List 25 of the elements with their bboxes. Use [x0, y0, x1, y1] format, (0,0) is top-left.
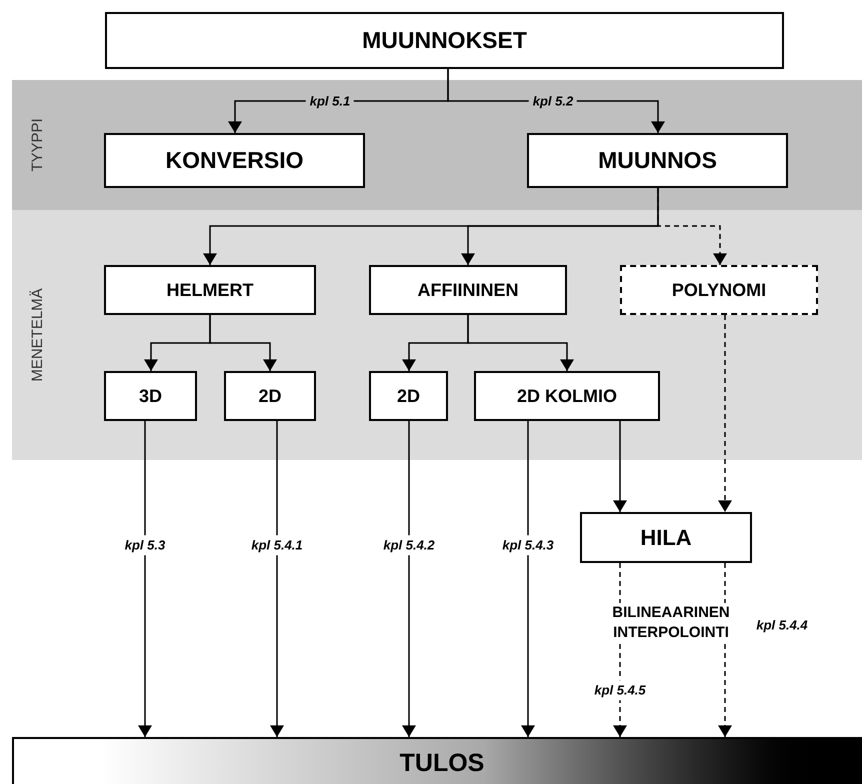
arrow: [521, 421, 535, 737]
process-box: KONVERSIO: [104, 133, 365, 188]
process-box: 2D KOLMIO: [474, 371, 660, 421]
process-box: MUUNNOKSET: [105, 12, 784, 69]
process-box: 2D: [224, 371, 316, 421]
process-box: POLYNOMI: [620, 265, 818, 315]
arrow: [718, 315, 732, 512]
arrow: [270, 421, 284, 737]
arrow: [613, 421, 627, 512]
process-box: 2D: [369, 371, 448, 421]
band: [12, 210, 862, 460]
result-bar: TULOS: [12, 737, 862, 784]
band-label: TYYPPI: [28, 118, 47, 172]
arrow: [209, 315, 277, 371]
process-box: AFFIININEN: [369, 265, 567, 315]
process-box: HILA: [580, 512, 752, 563]
process-box: 3D: [104, 371, 197, 421]
process-box: MUUNNOS: [527, 133, 788, 188]
arrow: [657, 188, 727, 265]
band-label: MENETELMÄ: [28, 288, 47, 382]
arrow: [467, 315, 574, 371]
arrow: [402, 421, 416, 737]
process-box: HELMERT: [104, 265, 316, 315]
band: [12, 80, 862, 210]
arrow: [138, 421, 152, 737]
